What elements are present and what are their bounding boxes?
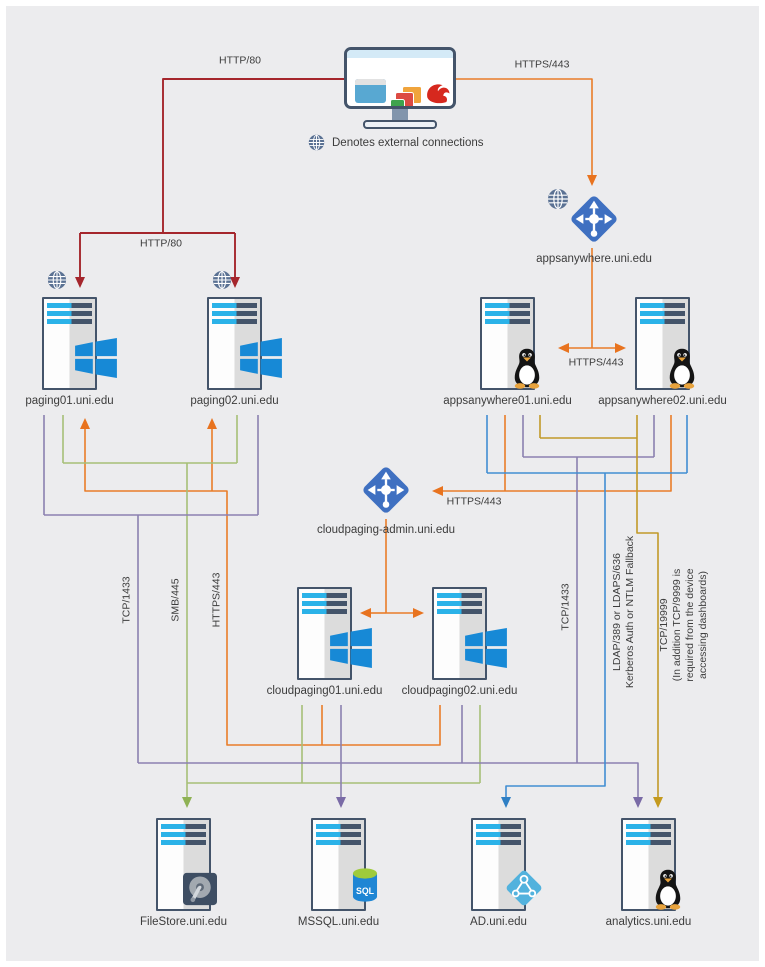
edge-label-http80-top: HTTP/80	[218, 54, 262, 67]
server-mssql: MSSQL.uni.edu	[298, 818, 379, 928]
globe-icon	[308, 134, 325, 151]
server-cloudpaging02: cloudpaging02.uni.edu	[402, 587, 517, 697]
edge-label-https443-paging: HTTPS/443	[210, 572, 223, 628]
traffic-manager-appsanywhere: appsanywhere.uni.edu	[536, 190, 652, 265]
monitor-stand	[392, 109, 408, 120]
linux-tux-icon	[509, 347, 545, 389]
appsanywhere-bird-icon	[425, 80, 451, 104]
edge-label-tcp1433-right: TCP/1433	[559, 583, 572, 631]
server-cloudpaging01: cloudpaging01.uni.edu	[267, 587, 382, 697]
legend-text: Denotes external connections	[332, 136, 484, 149]
traffic-manager-cloudpaging-admin: cloudpaging-admin.uni.edu	[317, 461, 455, 536]
node-label: cloudpaging01.uni.edu	[266, 685, 383, 697]
legend: Denotes external connections	[308, 134, 484, 151]
node-label: appsanywhere02.uni.edu	[598, 395, 727, 407]
node-label: cloudpaging-admin.uni.edu	[316, 524, 456, 536]
browser-window-icon	[355, 79, 386, 103]
server-tower	[42, 297, 97, 390]
wires-http80	[75, 78, 346, 288]
edge-label-https443-top: HTTPS/443	[514, 58, 570, 71]
wires-ldap	[486, 415, 688, 808]
node-label: MSSQL.uni.edu	[297, 916, 380, 928]
node-label: FileStore.uni.edu	[140, 916, 227, 928]
traffic-manager-icon	[357, 461, 415, 519]
node-label: appsanywhere.uni.edu	[536, 253, 652, 265]
linux-tux-icon	[650, 868, 686, 910]
server-paging02: paging02.uni.edu	[190, 297, 262, 407]
server-tower	[311, 818, 366, 911]
active-directory-icon	[501, 865, 547, 911]
linux-tux-icon	[664, 347, 700, 389]
windows-logo-icon	[328, 628, 374, 668]
edge-label-http80-split: HTTP/80	[139, 237, 183, 250]
sql-database-icon	[350, 867, 380, 904]
wires-https443	[80, 78, 672, 746]
server-appsanywhere02: appsanywhere02.uni.edu	[598, 297, 727, 407]
windows-logo-icon	[238, 338, 284, 378]
edge-label-https443-appsanywhere: HTTPS/443	[568, 356, 624, 369]
monitor-base	[363, 120, 437, 129]
monitor-titlebar	[347, 50, 453, 58]
windows-logo-icon	[73, 338, 119, 378]
edge-label-smb445: SMB/445	[169, 578, 182, 622]
edge-label-https443-admin: HTTPS/443	[446, 495, 502, 508]
node-label: appsanywhere01.uni.edu	[443, 395, 572, 407]
server-analytics: analytics.uni.edu	[606, 818, 691, 928]
server-appsanywhere01: appsanywhere01.uni.edu	[443, 297, 572, 407]
edge-label-ldap: LDAP/389 or LDAPS/636 Kerberos Auth or N…	[611, 535, 636, 689]
edge-label-tcp19999: TCP/19999 (In addition TCP/9999 is requi…	[658, 568, 709, 682]
node-label: paging01.uni.edu	[25, 395, 114, 407]
monitor-screen	[344, 47, 456, 109]
node-label: paging02.uni.edu	[190, 395, 279, 407]
edge-label-tcp1433-left: TCP/1433	[120, 576, 133, 624]
hard-disk-icon	[182, 872, 218, 906]
app-card-green-icon	[390, 99, 405, 106]
node-label: AD.uni.edu	[470, 916, 527, 928]
node-label: cloudpaging02.uni.edu	[401, 685, 518, 697]
wires-smb445	[62, 415, 481, 808]
server-paging01: paging01.uni.edu	[25, 297, 97, 407]
server-filestore: FileStore.uni.edu	[140, 818, 227, 928]
wires-tcp19999	[539, 415, 663, 808]
windows-logo-icon	[463, 628, 509, 668]
globe-icon	[47, 270, 67, 290]
globe-icon	[212, 270, 232, 290]
wires-tcp1433	[43, 415, 655, 808]
node-label: analytics.uni.edu	[605, 916, 692, 928]
server-ad: AD.uni.edu	[470, 818, 526, 928]
globe-icon	[547, 188, 569, 210]
client-monitor	[344, 47, 456, 129]
traffic-manager-icon	[565, 190, 623, 248]
